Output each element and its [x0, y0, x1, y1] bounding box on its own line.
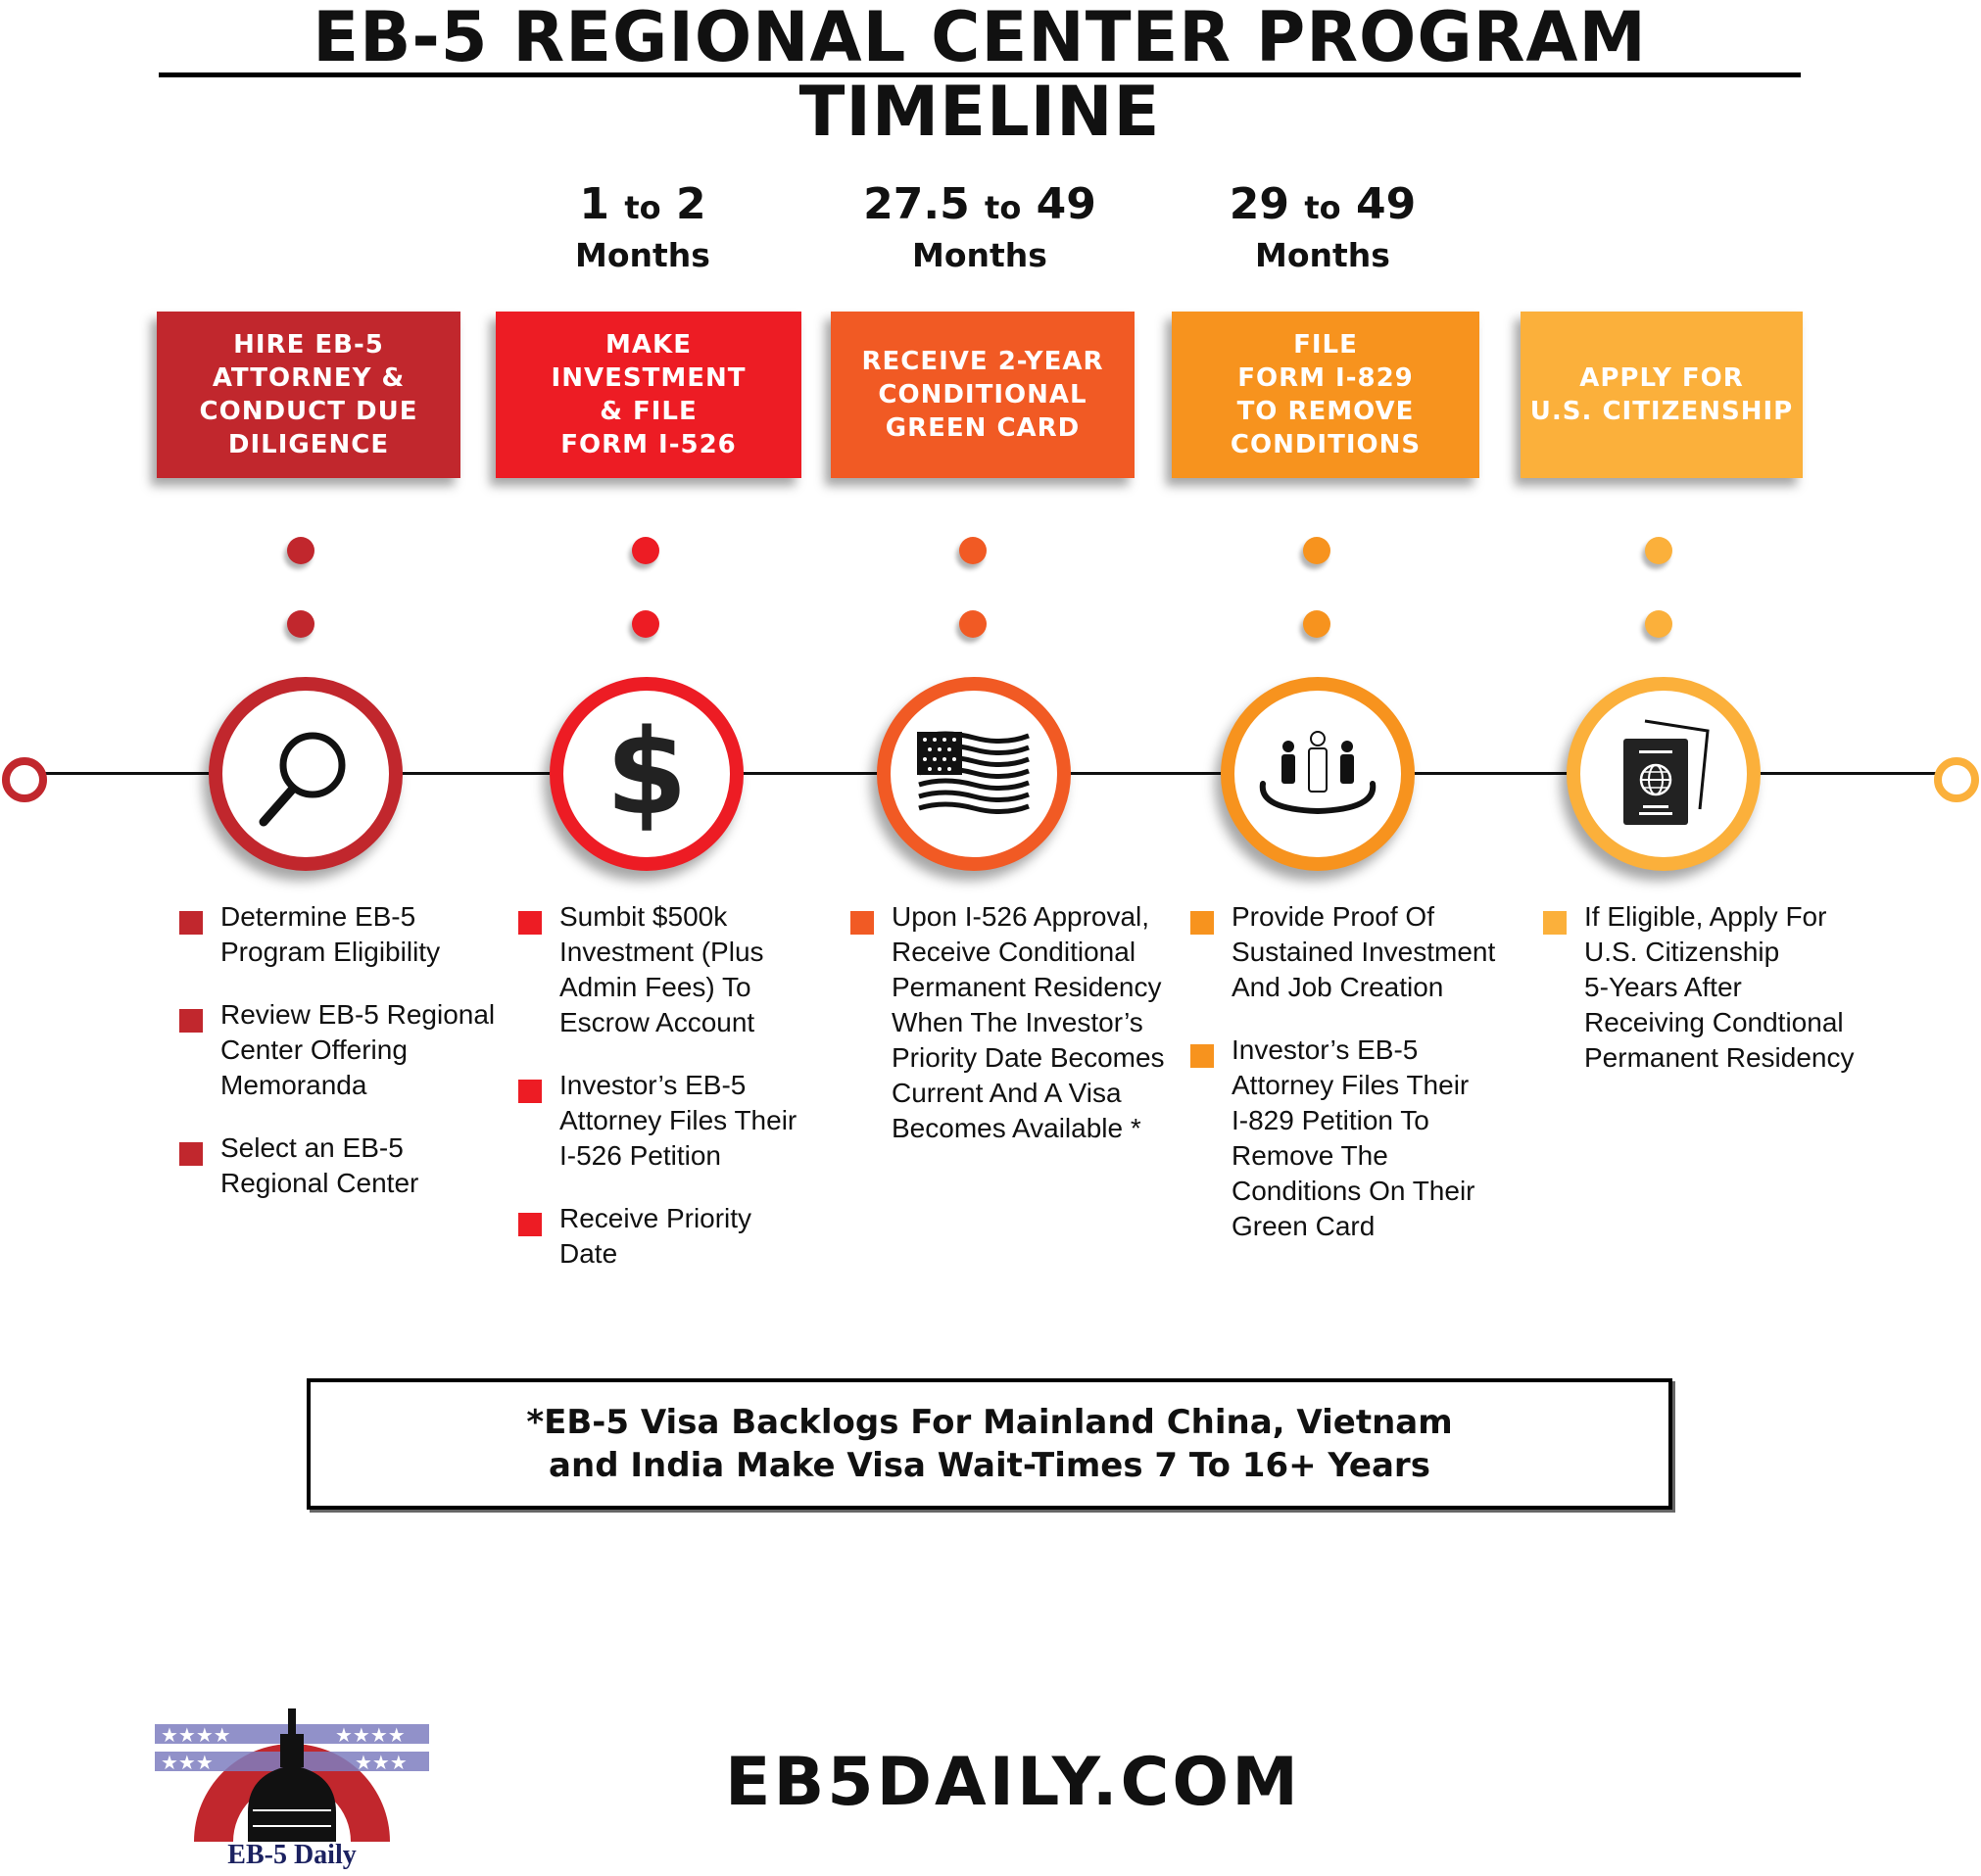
bullet-text: Upon I-526 Approval, Receive Conditional… [892, 901, 1165, 1143]
step-1-box: HIRE EB-5 ATTORNEY & CONDUCT DUE DILIGEN… [157, 312, 460, 478]
magnifying-glass-icon [259, 732, 346, 827]
bullet-square-icon [850, 911, 874, 935]
step-4-box: FILE FORM I-829 TO REMOVE CONDITIONS [1172, 312, 1479, 478]
backlog-note: *EB-5 Visa Backlogs For Mainland China, … [307, 1378, 1672, 1510]
bullet-square-icon [518, 1080, 542, 1103]
duration-from: 1 [579, 179, 610, 229]
svg-text:★★★: ★★★ [355, 1751, 408, 1774]
list-item: Provide Proof Of Sustained Investment An… [1190, 899, 1523, 1005]
bullet-square-icon [518, 1213, 542, 1236]
svg-text:$: $ [605, 715, 688, 833]
duration-to: 49 [1355, 179, 1417, 229]
step-4-bullets: Provide Proof Of Sustained Investment An… [1190, 899, 1523, 1272]
step-3-bullets: Upon I-526 Approval, Receive Conditional… [850, 899, 1184, 1174]
dollar-sign-icon: $ [605, 715, 688, 833]
bullet-square-icon [1190, 1044, 1214, 1068]
duration-to-word: to [1304, 189, 1341, 226]
list-item: Investor’s EB-5 Attorney Files Their I-5… [518, 1068, 832, 1174]
connector-dot [632, 610, 659, 638]
duration-from: 29 [1229, 179, 1290, 229]
step-5-icon-circle [1567, 677, 1761, 871]
duration-to: 2 [675, 179, 706, 229]
capitol-dome-logo-icon: ★★★★ ★★★★ ★★★ ★★★ [155, 1708, 429, 1842]
bullet-square-icon [1190, 911, 1214, 935]
bullet-square-icon [518, 911, 542, 935]
duration-unit: Months [575, 236, 710, 274]
connector-dot [959, 610, 987, 638]
step-4-icon-circle [1221, 677, 1415, 871]
title-underline [159, 72, 1801, 77]
bullet-text: Determine EB-5 Program Eligibility [220, 901, 441, 967]
connector-dot [632, 537, 659, 564]
step-5-box: APPLY FOR U.S. CITIZENSHIP [1521, 312, 1803, 478]
step-2-bullets: Sumbit $500k Investment (Plus Admin Fees… [518, 899, 832, 1299]
bullet-text: Provide Proof Of Sustained Investment An… [1232, 901, 1496, 1002]
site-url: EB5DAILY.COM [725, 1744, 1301, 1821]
bullet-text: Sumbit $500k Investment (Plus Admin Fees… [559, 901, 764, 1037]
bullet-text: Select an EB-5 Regional Center [220, 1132, 419, 1198]
passport-icon [1623, 719, 1710, 825]
job-creation-people-icon [1259, 731, 1377, 815]
duration-from: 27.5 [863, 179, 970, 229]
timeline-start-ring [2, 757, 47, 802]
list-item: Select an EB-5 Regional Center [179, 1130, 503, 1201]
page-title: EB-5 REGIONAL CENTER PROGRAM TIMELINE [313, 0, 1647, 152]
bullet-text: Review EB-5 Regional Center Offering Mem… [220, 999, 496, 1100]
connector-dot [1303, 537, 1330, 564]
step-2-icon-circle: $ [550, 677, 744, 871]
bullet-text: Investor’s EB-5 Attorney Files Their I-8… [1232, 1034, 1475, 1241]
bullet-square-icon [179, 911, 203, 935]
list-item: Determine EB-5 Program Eligibility [179, 899, 503, 970]
list-item: If Eligible, Apply For U.S. Citizenship … [1543, 899, 1876, 1076]
bullet-square-icon [179, 1142, 203, 1166]
step-3-icon-circle [877, 677, 1071, 871]
duration-unit: Months [912, 236, 1047, 274]
connector-dot [1645, 537, 1672, 564]
eb5-daily-logo: ★★★★ ★★★★ ★★★ ★★★ EB-5 Daily [155, 1695, 429, 1871]
list-item: Upon I-526 Approval, Receive Conditional… [850, 899, 1184, 1146]
step-1-bullets: Determine EB-5 Program Eligibility Revie… [179, 899, 503, 1228]
step-3-box: RECEIVE 2-YEAR CONDITIONAL GREEN CARD [831, 312, 1135, 478]
svg-text:★★★★: ★★★★ [161, 1723, 231, 1747]
connector-dot [287, 610, 314, 638]
step-2-box: MAKE INVESTMENT & FILE FORM I-526 [496, 312, 801, 478]
connector-dot [1303, 610, 1330, 638]
duration-to: 49 [1036, 179, 1096, 229]
list-item: Sumbit $500k Investment (Plus Admin Fees… [518, 899, 832, 1040]
list-item: Receive Priority Date [518, 1201, 832, 1272]
list-item: Review EB-5 Regional Center Offering Mem… [179, 997, 503, 1103]
step-5-bullets: If Eligible, Apply For U.S. Citizenship … [1543, 899, 1876, 1103]
connector-dot [1645, 610, 1672, 638]
connector-dot [959, 537, 987, 564]
duration-step-2: 1 to 2 Months [486, 178, 799, 277]
duration-to-word: to [624, 189, 661, 226]
step-1-icon-circle [209, 677, 403, 871]
duration-step-3: 27.5 to 49 Months [823, 178, 1136, 277]
bullet-square-icon [1543, 911, 1567, 935]
duration-step-4: 29 to 49 Months [1166, 178, 1479, 277]
bullet-square-icon [179, 1009, 203, 1033]
logo-text: EB-5 Daily [227, 1840, 357, 1870]
us-flag-icon [917, 731, 1030, 814]
connector-dot [287, 537, 314, 564]
bullet-text: Investor’s EB-5 Attorney Files Their I-5… [559, 1070, 797, 1171]
bullet-text: If Eligible, Apply For U.S. Citizenship … [1584, 901, 1855, 1073]
svg-text:★★★★: ★★★★ [335, 1723, 406, 1747]
svg-text:★★★: ★★★ [161, 1751, 214, 1774]
duration-to-word: to [985, 189, 1022, 226]
bullet-text: Receive Priority Date [559, 1203, 752, 1269]
duration-unit: Months [1255, 236, 1390, 274]
timeline-end-ring [1934, 757, 1979, 802]
list-item: Investor’s EB-5 Attorney Files Their I-8… [1190, 1033, 1523, 1244]
